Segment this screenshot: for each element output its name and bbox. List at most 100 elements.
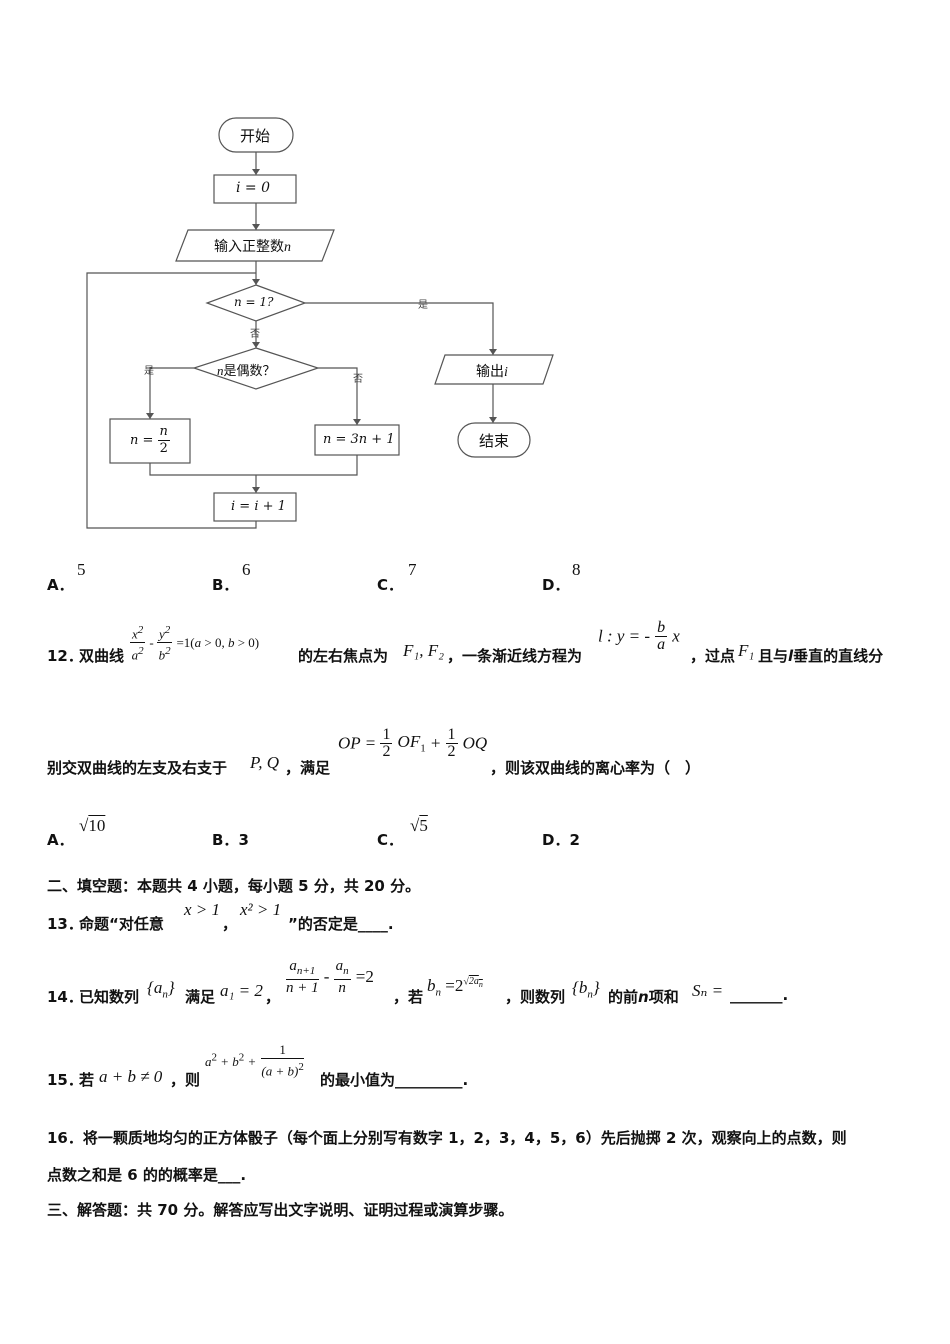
q12-option-d: D．2 <box>542 829 580 850</box>
flow-even-label: n = n 2 <box>130 424 170 457</box>
q16-number: 16． <box>47 1129 83 1147</box>
q14-text2: 满足 <box>185 988 216 1006</box>
q15-text1: 若 <box>79 1071 95 1089</box>
flow-cond1-label: n = 1? <box>234 295 274 309</box>
flowchart <box>86 117 554 529</box>
q12-option-d-letter: D． <box>542 831 570 849</box>
q12-foci: F₁, F₂ <box>403 641 445 660</box>
q12-option-c-value: √5 <box>410 816 428 835</box>
q11-option-a-value: 5 <box>77 560 86 579</box>
flow-decision2-shape <box>192 347 320 390</box>
q12-option-b-value: 3 <box>238 831 249 849</box>
q12-text6: 垂直的直线分 <box>793 647 884 665</box>
q12-option-d-value: 2 <box>569 831 580 849</box>
flow-init-label: i = 0 <box>236 180 271 196</box>
flow-input-var: n <box>284 240 291 255</box>
q13-sep: ， <box>222 915 238 933</box>
q14-n-bold: n <box>638 988 649 1006</box>
q12-text4: ，过点 <box>690 647 736 665</box>
q11-option-b-value: 6 <box>242 560 251 579</box>
flow-yes2-label: 是 <box>144 366 154 377</box>
q13-text1: 命题“对任意 <box>79 915 164 933</box>
flow-cond2-label: n是偶数？ <box>217 360 276 379</box>
flow-even-den: 2 <box>159 441 168 456</box>
q15-expr: a2 + b2 + 1(a + b)2 <box>205 1042 304 1079</box>
q15-text3: 的最小值为_________. <box>320 1069 468 1090</box>
q14-text3: ，若 <box>393 988 424 1006</box>
flow-input-text: 输入正整数 <box>214 239 284 255</box>
q13-number: 13． <box>47 915 83 933</box>
flow-init-shape <box>213 174 297 204</box>
q11-option-d-letter: D． <box>542 576 570 594</box>
flow-no2-label: 否 <box>353 374 363 385</box>
q13-text2-a: ”的否定是 <box>288 915 358 933</box>
q14-blank: _______. <box>730 986 789 1004</box>
q12-option-b-letter: B． <box>212 831 239 849</box>
q14-a1: a₁ = 2 <box>220 981 263 1000</box>
q12-text5-a: 且与 <box>758 647 789 665</box>
flow-even-frac: n 2 <box>157 424 170 457</box>
q14-bn-def: bn =2√2an <box>427 976 483 999</box>
flow-inc-shape <box>213 492 297 522</box>
q12-option-a-letter: A． <box>47 831 74 849</box>
flow-end-shape <box>457 422 531 458</box>
flow-odd-label: n = 3n + 1 <box>323 432 395 447</box>
q14-seq-a: {an} <box>147 978 175 1001</box>
flow-start-label: 开始 <box>240 127 271 145</box>
q13-m1: x > 1 <box>184 900 221 919</box>
q14-text5-a: 的前 <box>608 988 639 1006</box>
q12-option-a-value: √10 <box>79 816 106 835</box>
q12-option-b: B．3 <box>212 829 249 850</box>
q12-text1: 双曲线 <box>79 647 125 665</box>
flow-yes1-label: 是 <box>418 300 428 311</box>
q13-blank: ____. <box>357 915 394 933</box>
flow-cond2-var: n <box>217 363 224 378</box>
q16-line1: 16．将一颗质地均匀的正方体骰子（每个面上分别写有数字 1，2，3，4，5，6）… <box>47 1127 847 1148</box>
section3-heading: 三、解答题：共 70 分。解答应写出文字说明、证明过程或演算步骤。 <box>47 1201 514 1219</box>
q16-line2-text: 点数之和是 6 的的概率是 <box>47 1166 218 1184</box>
q12-option-c-letter: C． <box>377 831 404 849</box>
flow-output-var: i <box>504 365 508 380</box>
flow-output-label: 输出i <box>476 361 508 381</box>
q11-option-c-value: 7 <box>408 560 417 579</box>
q14-text4: ，则数列 <box>505 988 566 1006</box>
q16-line2: 点数之和是 6 的的概率是___. <box>47 1164 246 1185</box>
q12-option-a-num: 10 <box>88 816 106 835</box>
q12-l-bold: l <box>788 647 794 665</box>
flow-output-shape <box>434 354 554 385</box>
q15-text2: ，则 <box>170 1071 201 1089</box>
q15-number: 15． <box>47 1071 83 1089</box>
q12-text2: 的左右焦点为 <box>298 647 389 665</box>
flow-input-label: 输入正整数n <box>214 236 291 256</box>
q14-number: 14． <box>47 988 83 1006</box>
q12-pq: P, Q <box>250 753 279 772</box>
flow-no1-label: 否 <box>250 329 260 340</box>
flow-even-lhs: n = <box>130 433 154 448</box>
q14-sn: Sₙ = <box>692 981 724 1000</box>
q12-option-c-num: 5 <box>419 816 428 835</box>
q12-text3: ，一条渐近线方程为 <box>447 647 583 665</box>
q14-seq-b: {bn} <box>572 978 600 1001</box>
flow-cond2-text: 是偶数？ <box>223 364 276 379</box>
q11-option-c-letter: C． <box>377 576 404 594</box>
flow-even-num: n <box>157 424 170 441</box>
q14-text6: 项和 <box>648 988 679 1006</box>
q15-blank: _________. <box>395 1071 469 1089</box>
q11-option-b-letter: B． <box>212 576 239 594</box>
section2-heading: 二、填空题：本题共 4 小题，每小题 5 分，共 20 分。 <box>47 877 421 895</box>
q14-comma: ， <box>265 988 281 1006</box>
q14-seq-a-var: a <box>153 978 163 997</box>
flow-output-text: 输出 <box>476 364 504 380</box>
q12-number: 12． <box>47 647 83 665</box>
q12-line2-text2: ，满足 <box>285 759 331 777</box>
q13-m2: x² > 1 <box>240 900 282 919</box>
q12-line2-text3: ，则该双曲线的离心率为（ ） <box>490 759 701 777</box>
q12-line2-text1: 别交双曲线的左支及右支于 <box>47 759 228 777</box>
q13-text2: ”的否定是____. <box>288 913 394 934</box>
flow-inc-label: i = i + 1 <box>231 499 286 514</box>
q11-option-d-value: 8 <box>572 560 581 579</box>
